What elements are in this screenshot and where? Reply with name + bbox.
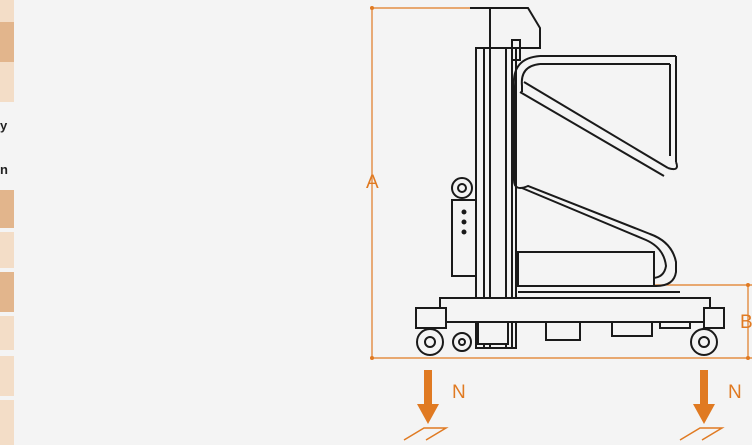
strip-cell [0, 356, 14, 396]
dimension-a: A [366, 6, 470, 360]
dimension-a-label: A [366, 172, 379, 193]
strip-cell [0, 190, 14, 228]
cut-off-text: n [0, 162, 8, 177]
load-label-right: N [728, 382, 742, 403]
platform [517, 251, 680, 293]
strip-cell [0, 400, 14, 445]
front-wheel [416, 327, 472, 356]
strip-cell [0, 0, 14, 22]
rear-wheel [690, 327, 718, 356]
strip-cell [0, 272, 14, 312]
strip-cell [0, 22, 14, 62]
cut-off-text: y [0, 118, 8, 133]
guard-rail [512, 55, 678, 287]
strip-cell [0, 316, 14, 350]
dimension-b-label: B [740, 312, 752, 333]
load-arrow-right: N [679, 370, 742, 441]
load-label-left: N [452, 382, 466, 403]
strip-cell [0, 62, 14, 102]
base-chassis [415, 297, 725, 345]
strip-cell [0, 232, 14, 268]
load-arrow-left: N [403, 370, 466, 441]
left-sidebar-strip: y n [0, 0, 14, 445]
hand-wheel [451, 177, 477, 277]
